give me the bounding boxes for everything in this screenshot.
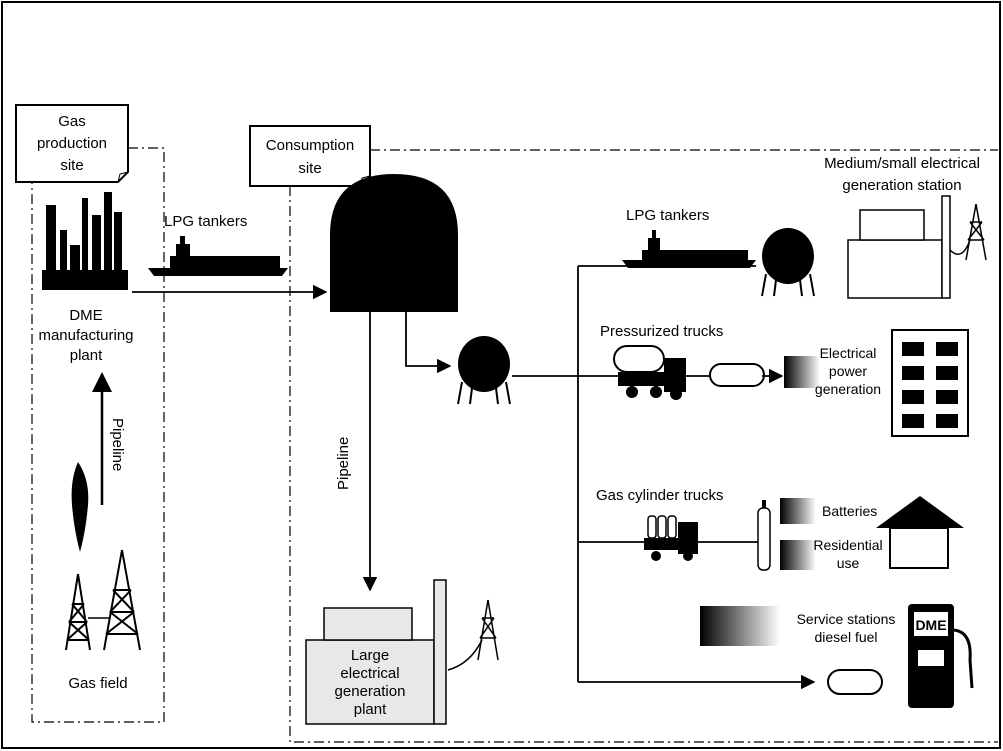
pressurized-truck-icon xyxy=(613,345,686,400)
transmission-tower-medium-icon xyxy=(949,203,987,261)
dme-plant-icon xyxy=(42,192,128,290)
service-gradient xyxy=(700,606,780,646)
lpg-tankers-left-label: LPG tankers xyxy=(164,213,247,230)
pipeline-center-label: Pipeline xyxy=(335,437,352,490)
large-plant-line3: generation xyxy=(335,683,406,700)
medium-station-line1: Medium/small electrical xyxy=(824,155,980,172)
batteries-label: Batteries xyxy=(822,503,877,519)
dme-fuel-pump-icon: DME xyxy=(908,604,974,708)
office-building-icon xyxy=(891,329,969,437)
gas-production-region xyxy=(31,147,165,723)
gas-cylinder-icon xyxy=(757,500,771,571)
house-icon xyxy=(876,496,964,569)
spherical-tank-right-icon xyxy=(761,228,815,297)
large-plant-line1: Large xyxy=(351,647,389,664)
electrical-power-line1: Electrical xyxy=(820,345,877,361)
service-stations-line1: Service stations xyxy=(797,611,896,627)
tank-transfer-arrow xyxy=(405,312,452,374)
consumption-site-note: Consumption site xyxy=(249,125,371,187)
lpg-tankers-right-label: LPG tankers xyxy=(626,207,709,224)
gas-cylinder-trucks-label: Gas cylinder trucks xyxy=(596,487,724,504)
electrical-power-line2: power xyxy=(829,363,867,379)
gas-production-site-line3: site xyxy=(60,157,83,174)
transmission-tower-large-icon xyxy=(447,599,499,671)
large-storage-tank-icon xyxy=(330,174,458,312)
gas-derrick-small-icon xyxy=(65,573,91,651)
residential-gradient xyxy=(780,540,816,570)
gas-tank-small-icon xyxy=(709,363,784,387)
lpg-tanker-right-icon xyxy=(622,230,756,268)
gas-flame-icon xyxy=(71,462,89,552)
consumption-site-line2: site xyxy=(298,160,321,177)
dme-plant-line2: manufacturing xyxy=(38,327,133,344)
dme-logo-text: DME xyxy=(915,617,946,633)
medium-generation-station-icon xyxy=(847,195,951,299)
gas-derrick-large-icon xyxy=(103,549,141,651)
gas-field-label: Gas field xyxy=(68,675,127,692)
large-plant-line4: plant xyxy=(354,701,387,718)
large-generation-plant-icon xyxy=(305,579,447,725)
electrical-gradient xyxy=(784,356,820,388)
dme-plant-line3: plant xyxy=(70,347,103,364)
dme-plant-line1: DME xyxy=(69,307,102,324)
gas-production-site-line2: production xyxy=(37,135,107,152)
gas-tank-service-icon xyxy=(827,669,883,695)
pressurized-trucks-label: Pressurized trucks xyxy=(600,323,723,340)
gas-cylinder-truck-icon xyxy=(644,515,698,561)
medium-station-line2: generation station xyxy=(842,177,961,194)
electrical-power-line3: generation xyxy=(815,381,881,397)
spherical-tank-center-icon xyxy=(457,336,511,405)
consumption-region xyxy=(289,149,998,743)
batteries-gradient xyxy=(780,498,816,524)
consumption-site-line1: Consumption xyxy=(266,137,354,154)
large-plant-line2: electrical xyxy=(340,665,399,682)
gas-production-site-line1: Gas xyxy=(58,113,86,130)
residential-line2: use xyxy=(837,555,860,571)
lpg-tanker-left-icon xyxy=(148,236,288,276)
pipeline-left-label: Pipeline xyxy=(109,418,126,471)
gas-production-site-note: Gas production site xyxy=(15,104,129,183)
residential-line1: Residential xyxy=(813,537,882,553)
service-stations-line2: diesel fuel xyxy=(814,629,877,645)
